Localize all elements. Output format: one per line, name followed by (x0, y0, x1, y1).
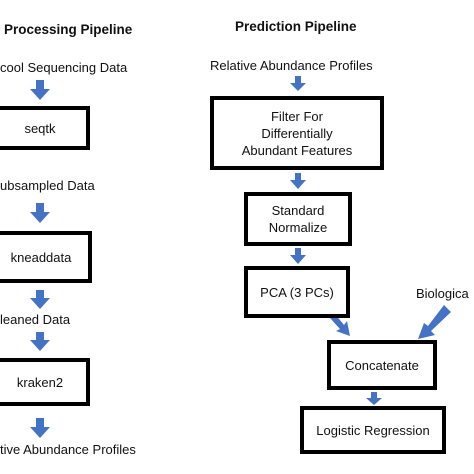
prediction-pipeline-title: Prediction Pipeline (235, 19, 357, 34)
logistic-regression-box: Logistic Regression (300, 406, 446, 454)
arrow-diagonal (330, 314, 350, 336)
concatenate-label: Concatenate (345, 357, 419, 373)
biological-input-label: Biologica (416, 286, 469, 301)
seqtk-box: seqtk (0, 106, 90, 150)
kraken2-label: kraken2 (16, 374, 64, 390)
standard-normalize-label: Standard Normalize (268, 203, 328, 235)
arrow-down (30, 203, 50, 223)
sequencing-data-label: cool Sequencing Data (0, 60, 128, 75)
subsampled-data-label: ubsampled Data (0, 178, 95, 193)
pca-label: PCA (3 PCs) (260, 284, 334, 300)
kneaddata-label: kneaddata (10, 249, 72, 265)
arrow-down (30, 80, 50, 100)
filter-label: Filter For Differentially Abundant Featu… (241, 108, 353, 158)
filter-box: Filter For Differentially Abundant Featu… (210, 96, 384, 170)
arrow-down (290, 76, 306, 91)
arrow-down (30, 418, 50, 438)
concatenate-box: Concatenate (327, 340, 437, 390)
cleaned-data-label: leaned Data (0, 312, 71, 327)
arrow-down (30, 332, 50, 351)
kneaddata-box: kneaddata (0, 231, 92, 283)
processing-pipeline-title: Processing Pipeline (4, 22, 133, 37)
standard-normalize-box: Standard Normalize (244, 192, 352, 246)
relative-abundance-input-label: Relative Abundance Profiles (210, 58, 373, 73)
arrow-down (290, 173, 306, 189)
seqtk-label: seqtk (24, 120, 56, 136)
arrow-down (290, 248, 306, 264)
abundance-profiles-output-label: tive Abundance Profiles (0, 442, 136, 457)
pca-box: PCA (3 PCs) (244, 266, 350, 318)
arrow-diagonal (418, 305, 451, 339)
kraken2-box: kraken2 (0, 358, 90, 406)
arrow-down (366, 392, 382, 405)
logistic-regression-label: Logistic Regression (316, 422, 430, 438)
arrow-down (30, 290, 50, 309)
